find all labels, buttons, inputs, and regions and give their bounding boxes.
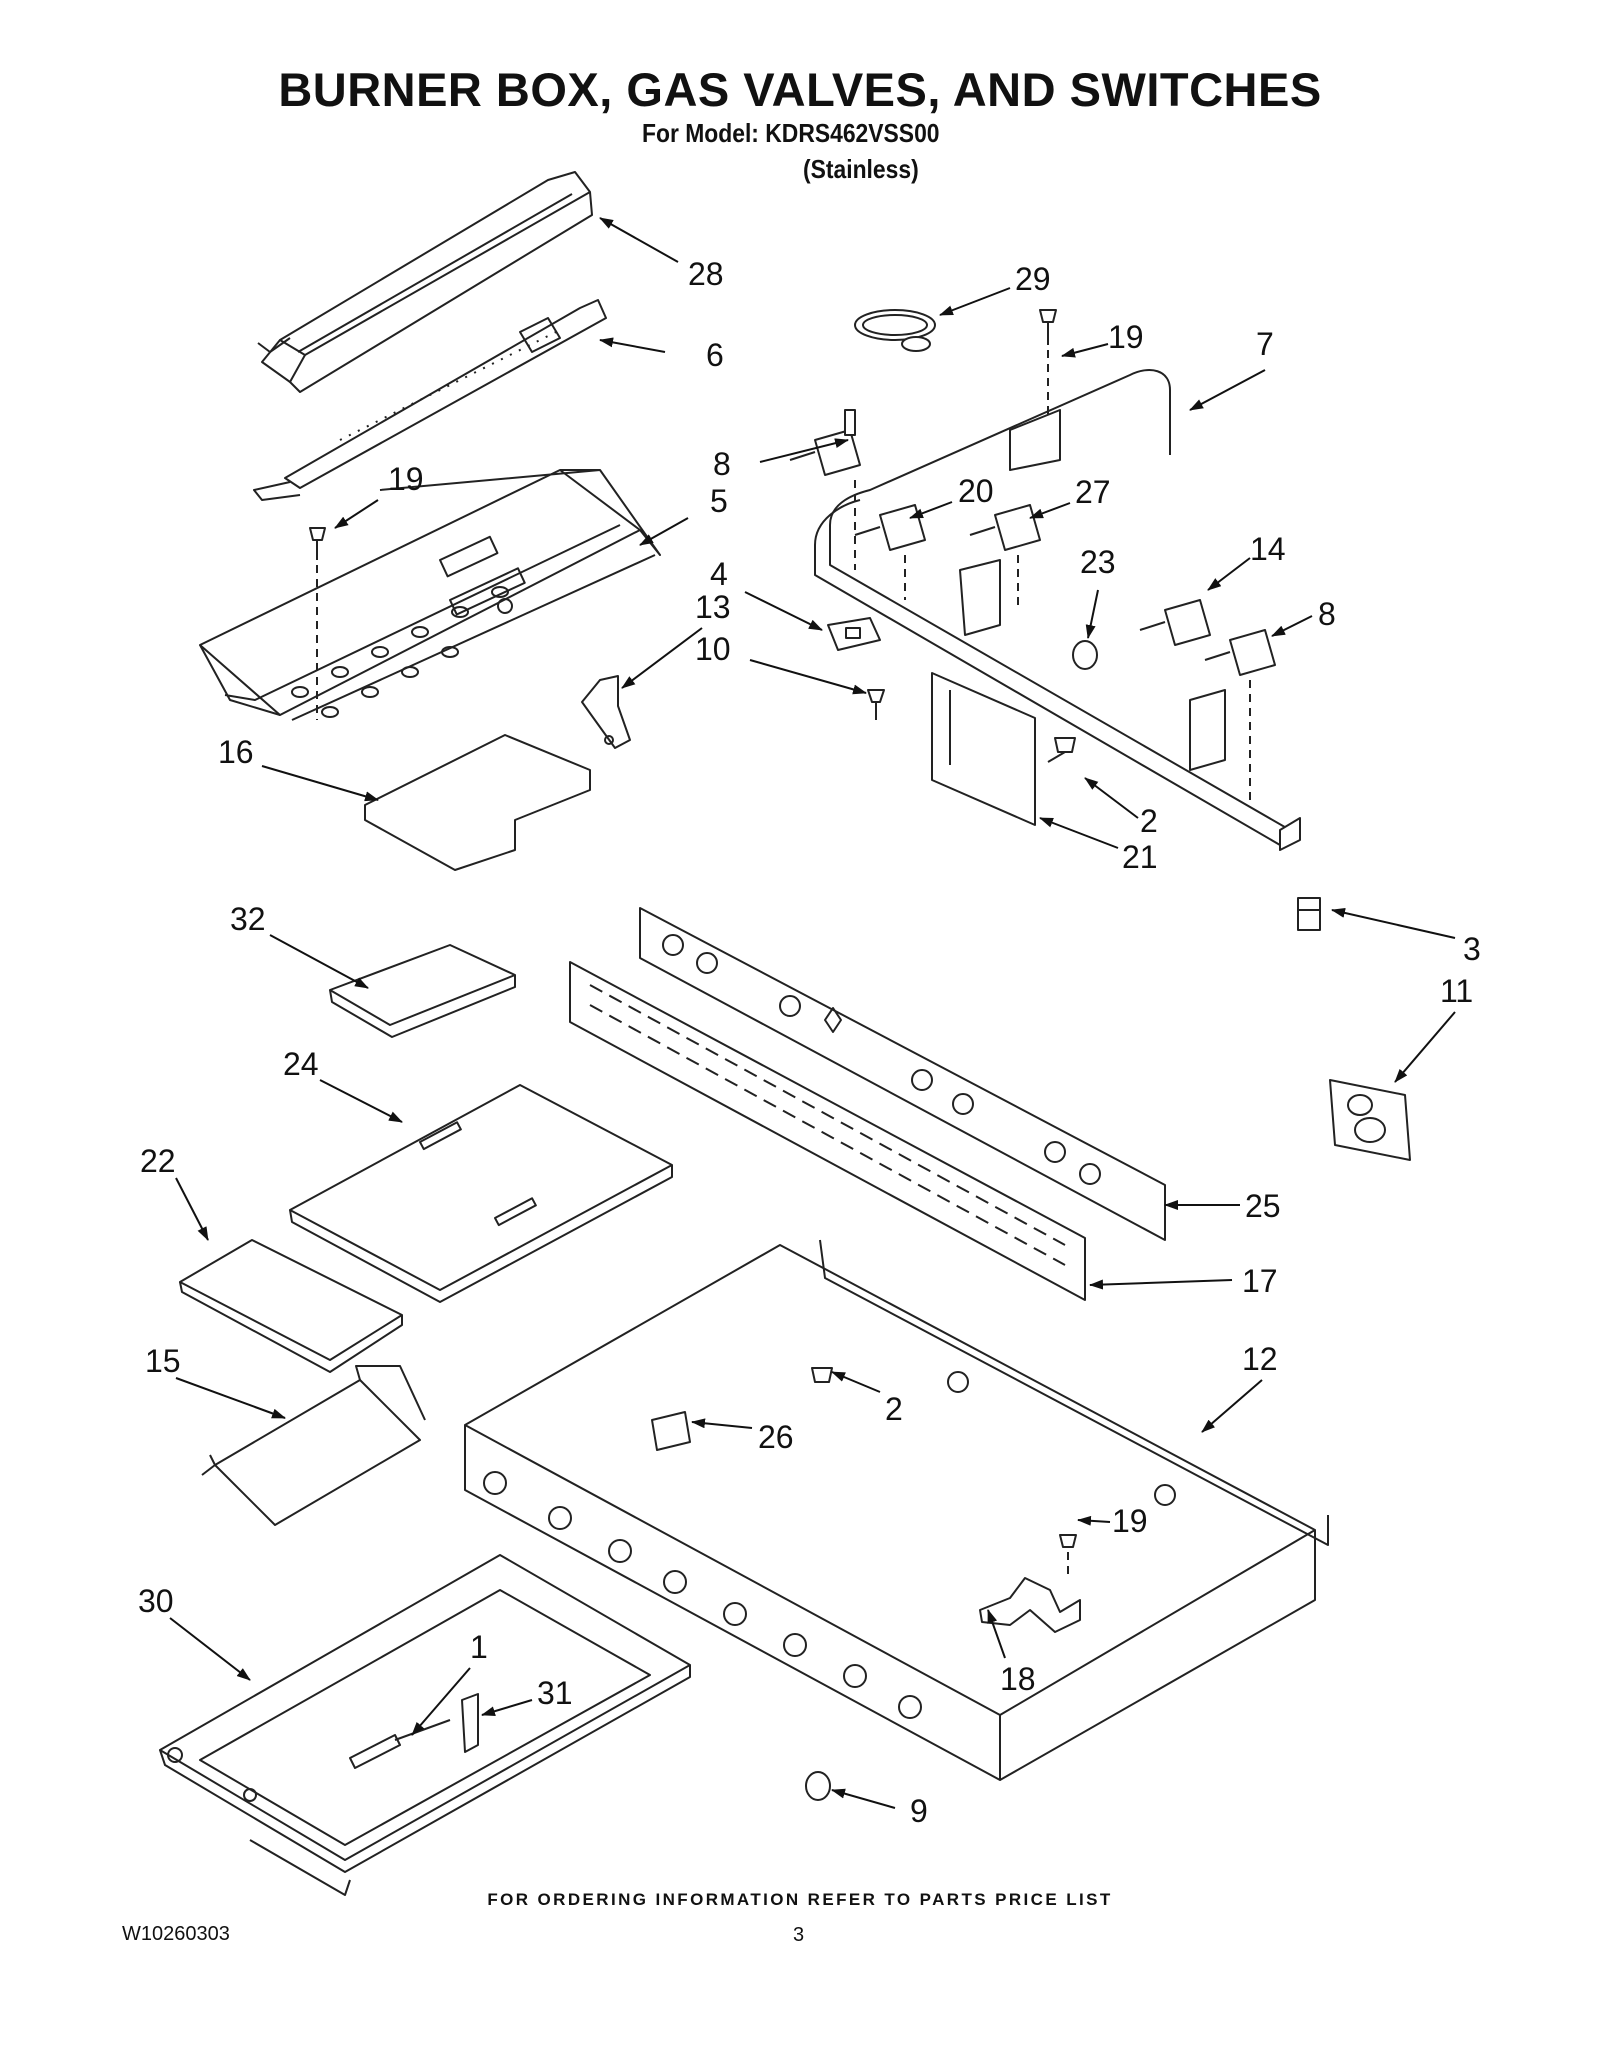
callout-7: 7	[1256, 326, 1274, 362]
valve-part	[1139, 599, 1211, 646]
callout-13: 13	[695, 589, 731, 625]
callout-19: 19	[1112, 1503, 1148, 1539]
burner-tube-part	[253, 299, 607, 501]
callout-4: 4	[710, 556, 728, 592]
regulator-part	[1329, 1079, 1411, 1161]
callout-2: 2	[1140, 803, 1158, 839]
callout-18: 18	[1000, 1661, 1036, 1697]
bracket-small-part	[827, 617, 881, 651]
callout-8: 8	[713, 446, 731, 482]
screw-part	[309, 527, 326, 560]
main-box-part	[464, 1239, 1329, 1781]
callout-26: 26	[758, 1419, 794, 1455]
gasket-part	[569, 961, 1086, 1301]
callout-9: 9	[910, 1793, 928, 1829]
ring-clip-part	[854, 309, 936, 352]
valve-part	[969, 504, 1041, 551]
screw-part	[811, 1367, 833, 1383]
callout-2: 2	[885, 1391, 903, 1427]
bracket-part	[979, 1577, 1081, 1633]
bracket-part	[581, 675, 631, 749]
callout-5: 5	[710, 483, 728, 519]
disc-part	[1072, 640, 1098, 670]
screw-part	[1059, 1534, 1077, 1548]
callout-25: 25	[1245, 1188, 1281, 1224]
bracket-part	[1189, 689, 1226, 771]
tray-part	[329, 944, 516, 1038]
callout-labels: 28 29 6 19 7 19 8 5 20 27 4 23 14 13 8 1…	[138, 256, 1481, 1829]
callout-22: 22	[140, 1143, 176, 1179]
valve-part	[789, 409, 861, 476]
fitting-part	[1297, 897, 1321, 931]
cover-panel-part	[931, 672, 1036, 826]
callout-24: 24	[283, 1046, 319, 1082]
drip-tray-part	[159, 1554, 691, 1896]
callout-8: 8	[1318, 596, 1336, 632]
callout-12: 12	[1242, 1341, 1278, 1377]
screw-part	[1047, 737, 1076, 763]
switch-part	[651, 1411, 691, 1451]
finish-line: (Stainless)	[803, 154, 919, 184]
knob-part	[805, 1771, 831, 1801]
callout-3: 3	[1463, 931, 1481, 967]
callout-23: 23	[1080, 544, 1116, 580]
callout-6: 6	[706, 337, 724, 373]
valve-part	[1204, 629, 1276, 676]
callout-arrows	[169, 217, 1456, 1809]
callout-15: 15	[145, 1343, 181, 1379]
callout-21: 21	[1122, 839, 1158, 875]
callout-19: 19	[388, 461, 424, 497]
callout-31: 31	[537, 1675, 573, 1711]
callout-27: 27	[1075, 474, 1111, 510]
callout-17: 17	[1242, 1263, 1278, 1299]
heat-shield-part	[364, 734, 591, 871]
valve-part	[854, 504, 926, 551]
callout-29: 29	[1015, 261, 1051, 297]
callout-30: 30	[138, 1583, 174, 1619]
burner-cover-part	[257, 171, 593, 393]
bracket-part	[959, 559, 1001, 636]
callout-32: 32	[230, 901, 266, 937]
shield-plate-part	[201, 1365, 426, 1526]
control-panel-strip-part	[639, 907, 1166, 1241]
callout-19: 19	[1108, 319, 1144, 355]
callout-11: 11	[1440, 973, 1473, 1009]
bracket-part	[461, 1693, 479, 1753]
callout-10: 10	[695, 631, 731, 667]
callout-20: 20	[958, 473, 994, 509]
callout-16: 16	[218, 734, 254, 770]
tray-cover-part	[289, 1084, 673, 1303]
screw-part	[1039, 309, 1057, 345]
model-line: For Model: KDRS462VSS00	[642, 118, 940, 148]
callout-28: 28	[688, 256, 724, 292]
page-title: BURNER BOX, GAS VALVES, AND SWITCHES	[278, 63, 1322, 116]
ordering-note: FOR ORDERING INFORMATION REFER TO PARTS …	[487, 1890, 1113, 1909]
small-cover-part	[179, 1239, 403, 1373]
manifold-part	[814, 369, 1301, 851]
callout-14: 14	[1250, 531, 1286, 567]
screw-part	[867, 689, 885, 720]
document-number: W10260303	[122, 1923, 230, 1945]
page-number: 3	[793, 1924, 805, 1946]
burner-box-part	[199, 469, 661, 721]
callout-1: 1	[470, 1629, 488, 1665]
